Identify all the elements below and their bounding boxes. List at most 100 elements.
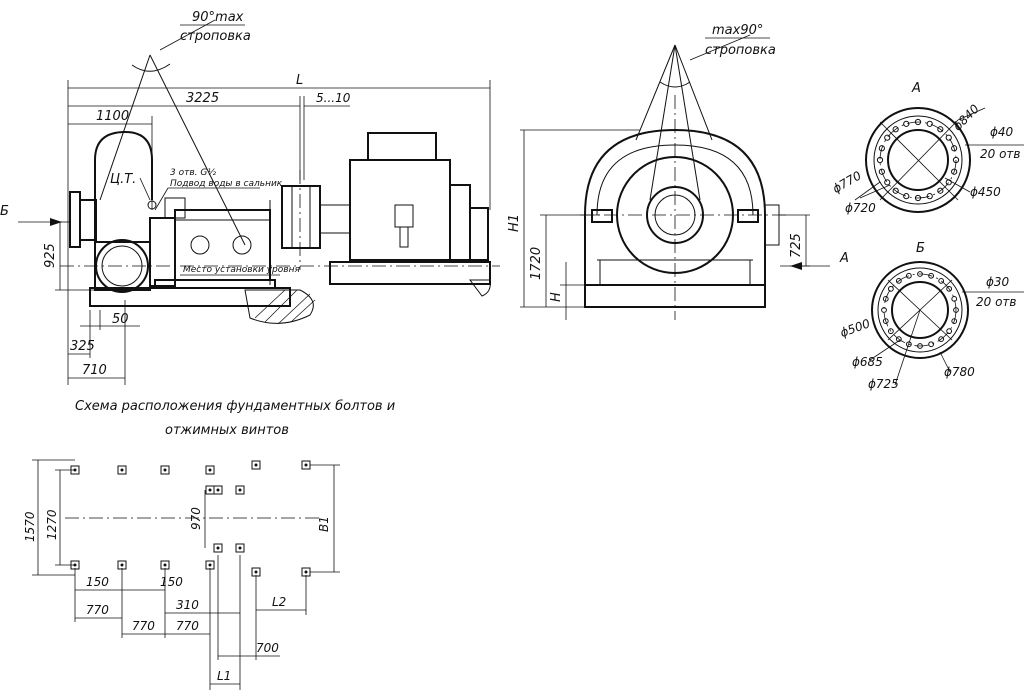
bolt-hole: [953, 307, 959, 313]
dim-310: 310: [176, 598, 199, 612]
center-mass-label: Ц.Т.: [110, 172, 136, 187]
flange-b-title: Б: [916, 241, 925, 256]
bolt-center: [208, 468, 212, 472]
bolt-hole: [887, 285, 894, 292]
dim-970: 970: [189, 507, 203, 530]
bolt-hole: [882, 295, 889, 302]
bolt-markers: [70, 460, 311, 577]
bolt-hole: [917, 271, 923, 277]
bolt-center: [254, 463, 258, 467]
dim-770-a: 770: [86, 603, 109, 617]
bolt-hole: [928, 341, 935, 348]
dim-B1: B1: [317, 516, 331, 532]
bolt-hole: [937, 187, 944, 194]
bolt-hole: [945, 134, 952, 141]
bolt-hole: [914, 118, 922, 126]
dim-1270: 1270: [45, 509, 59, 540]
bolt-center: [216, 488, 220, 492]
dim-1570: 1570: [23, 511, 37, 542]
bolt-hole: [878, 168, 885, 175]
holes-note: 3 отв. G½: [170, 168, 216, 178]
view-a-label: A: [839, 251, 849, 266]
dim-150-b: 150: [160, 575, 183, 589]
dim-3225: 3225: [186, 91, 219, 106]
flange-a-d40: ϕ40: [990, 125, 1014, 139]
side-view: 90°max строповка L 3225 5...10 1100 Ц.Т.…: [0, 10, 500, 385]
dim-710: 710: [82, 363, 107, 378]
bolt-center: [163, 468, 167, 472]
flange-a-view: A ϕ840 ϕ40 20 отв ϕ770 ϕ720 ϕ450: [830, 81, 1024, 215]
bolt-hole: [917, 343, 923, 349]
bolt-hole: [878, 145, 885, 152]
bolt-scheme-title-1: Схема расположения фундаментных болтов и: [75, 399, 395, 414]
dim-925: 925: [43, 243, 58, 268]
bolt-hole: [884, 134, 891, 141]
bolt-hole: [881, 307, 887, 313]
bolt-hole: [951, 295, 958, 302]
bolt-hole: [884, 179, 891, 186]
bolt-center: [208, 488, 212, 492]
flange-a-d450: ϕ450: [970, 185, 1001, 199]
bolt-marker: [251, 460, 261, 470]
dim-H1: H1: [507, 214, 522, 232]
flange-b-d685: ϕ685: [852, 355, 883, 369]
bolt-hole: [926, 193, 933, 200]
bolt-hole: [926, 120, 933, 127]
bolt-center: [120, 468, 124, 472]
bolt-marker: [205, 485, 215, 495]
bolt-hole: [952, 156, 960, 164]
bolt-marker: [205, 465, 215, 475]
bolt-marker: [235, 543, 245, 553]
bolt-hole: [928, 272, 935, 279]
flange-b-d725: ϕ725: [868, 377, 899, 391]
side-angle-label: 90°max: [192, 10, 244, 25]
bolt-center: [208, 563, 212, 567]
bolt-center: [238, 546, 242, 550]
bolt-center: [238, 488, 242, 492]
bolt-hole: [951, 145, 958, 152]
flange-b-bolt-holes: [881, 271, 959, 349]
bolt-hole: [882, 318, 889, 325]
dim-50: 50: [112, 312, 129, 327]
bolt-marker: [235, 485, 245, 495]
bolt-hole: [892, 126, 899, 133]
dim-H: H: [549, 292, 564, 302]
bolt-hole: [876, 156, 884, 164]
bolt-hole: [946, 285, 953, 292]
front-angle-label: max90°: [712, 23, 763, 38]
dim-150-a: 150: [86, 575, 109, 589]
bolt-center: [254, 570, 258, 574]
bolt-marker: [117, 465, 127, 475]
dim-1720: 1720: [529, 247, 544, 280]
dim-700: 700: [256, 641, 279, 655]
flange-a-holes: 20 отв: [980, 147, 1021, 161]
dim-L: L: [296, 73, 303, 88]
dim-770-b: 770: [132, 619, 155, 633]
dim-L2: L2: [272, 595, 286, 609]
bolt-hole: [914, 194, 922, 202]
flange-b-view: Б ϕ30 20 отв ϕ500 ϕ685 ϕ725 ϕ780: [838, 241, 1024, 391]
bolt-hole: [951, 168, 958, 175]
flange-a-bolt-holes: [876, 118, 960, 202]
foundation-hatch: [254, 289, 316, 325]
flange-a-d840: ϕ840: [950, 101, 982, 133]
flange-b-holes: 20 отв: [976, 295, 1017, 309]
bolt-marker: [160, 465, 170, 475]
bolt-hole: [887, 328, 894, 335]
bolt-marker: [213, 543, 223, 553]
front-sling-label: строповка: [705, 43, 776, 58]
bolt-center: [216, 546, 220, 550]
flange-a-d720: ϕ720: [845, 201, 876, 215]
bolt-center: [163, 563, 167, 567]
bolt-hole: [903, 120, 910, 127]
bolt-scheme: Схема расположения фундаментных болтов и…: [23, 399, 395, 690]
bolt-center: [304, 570, 308, 574]
bolt-hole: [895, 336, 902, 343]
bolt-center: [120, 563, 124, 567]
dim-770-c: 770: [176, 619, 199, 633]
flange-b-d500: ϕ500: [838, 316, 872, 340]
bolt-hole: [905, 272, 912, 279]
water-note: Подвод воды в сальник: [170, 179, 283, 189]
view-b-label: Б: [0, 204, 9, 219]
